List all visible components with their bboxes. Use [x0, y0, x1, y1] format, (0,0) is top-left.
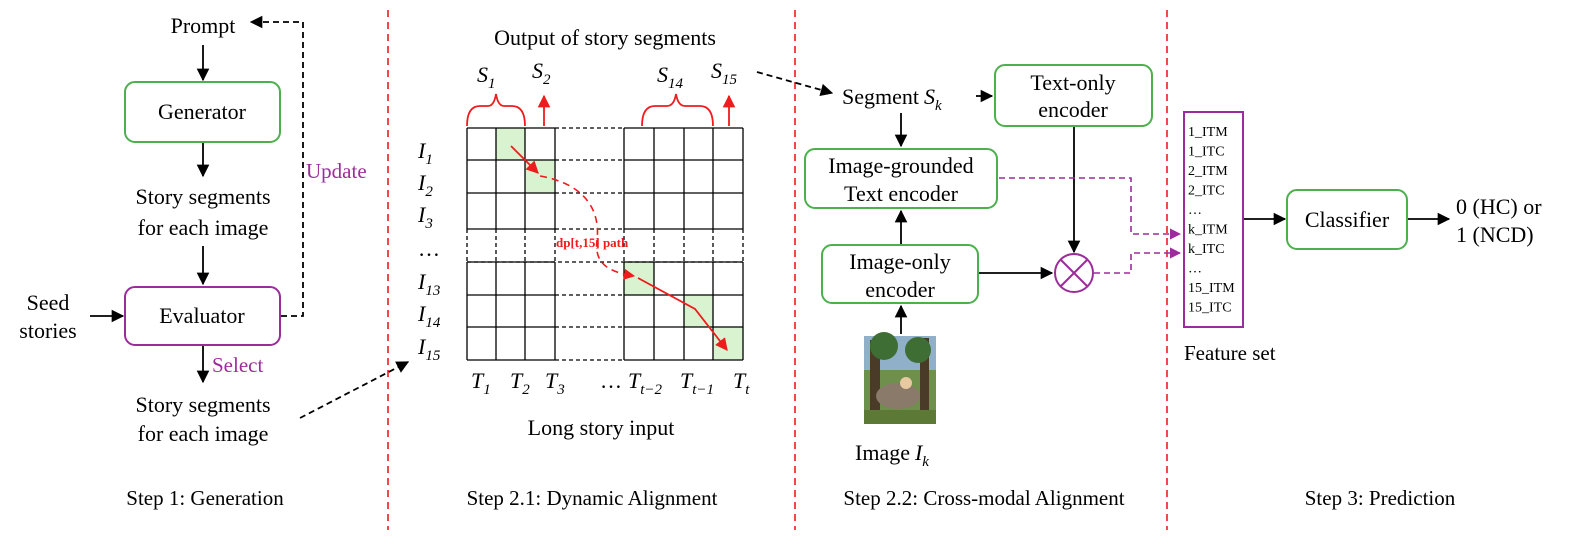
- segment-label-s1: S1: [477, 62, 496, 92]
- feature-item: 15_ITM: [1188, 281, 1235, 296]
- image-only-label-a: Image-only: [849, 249, 950, 274]
- brace-s14: [641, 93, 714, 127]
- generator-label: Generator: [158, 99, 247, 124]
- segments-label-1a: Story segments: [135, 184, 270, 209]
- cell-highlight-4: [684, 295, 713, 327]
- dp-path-end: [637, 277, 728, 351]
- story-image-thumbnail: [864, 332, 936, 424]
- feature-item: 2_ITM: [1188, 164, 1228, 179]
- output-label-b: 1 (NCD): [1456, 222, 1534, 247]
- evaluator-label: Evaluator: [159, 303, 245, 328]
- feature-item: 1_ITM: [1188, 125, 1228, 140]
- col-label: Tt−2: [628, 368, 663, 398]
- col-labels: T1 T2 T3 …Tt−2 Tt−1 Tt: [471, 368, 750, 398]
- col-label: …: [600, 368, 622, 393]
- dp-path-start: [510, 145, 539, 174]
- select-label: Select: [212, 353, 263, 377]
- seed-label-a: Seed: [27, 290, 70, 315]
- alignment-grid: [466, 127, 744, 361]
- image-only-label-b: encoder: [865, 277, 935, 302]
- segment-label-s15: S15: [711, 58, 738, 88]
- feature-item: k_ITC: [1188, 242, 1225, 257]
- step3-prediction: 1_ITM 1_ITC 2_ITM 2_ITC … k_ITM k_ITC … 15_ITM 15…: [1183, 111, 1542, 365]
- row-label: I15: [417, 334, 441, 364]
- image-grounded-encoder-box: [804, 148, 998, 209]
- col-label: Tt−1: [680, 368, 714, 398]
- row-label: …: [418, 236, 440, 261]
- step3-caption: Step 3: Prediction: [1305, 486, 1456, 510]
- text-only-encoder-box: [994, 64, 1153, 127]
- prompt-label: Prompt: [171, 13, 236, 38]
- row-label: I13: [417, 269, 440, 299]
- text-only-label-b: encoder: [1038, 97, 1108, 122]
- combine-operator: [1054, 253, 1094, 293]
- output-title: Output of story segments: [494, 25, 716, 50]
- image-grounded-label-b: Text encoder: [844, 181, 959, 206]
- classifier-box: [1286, 189, 1408, 250]
- segments-label-2a: Story segments: [135, 392, 270, 417]
- segment-label-s14: S14: [657, 62, 684, 92]
- col-label: T2: [510, 368, 530, 398]
- dp-path-middle: [539, 175, 636, 280]
- feature-set-box: [1183, 111, 1244, 328]
- feature-item: 15_ITC: [1188, 301, 1232, 316]
- col-label: Tt: [733, 368, 750, 398]
- feature-item: …: [1188, 262, 1202, 277]
- segment-label-s2: S2: [532, 58, 551, 88]
- feature-item: …: [1188, 203, 1202, 218]
- output-label-a: 0 (HC) or: [1456, 194, 1542, 219]
- itm-link: [999, 177, 1182, 240]
- cell-highlight-5: [713, 327, 743, 360]
- row-label: I14: [417, 301, 441, 331]
- itc-link: [1094, 247, 1182, 274]
- step21-caption: Step 2.1: Dynamic Alignment: [467, 486, 718, 510]
- feature-item: 2_ITC: [1188, 184, 1225, 199]
- dp-path-label: dp[t,15] path: [556, 235, 629, 250]
- generator-box: [124, 81, 281, 143]
- segments-label-2b: for each image: [138, 421, 269, 446]
- brace-s1: [466, 93, 526, 127]
- step1-caption: Step 1: Generation: [126, 486, 284, 510]
- row-label: I1: [417, 138, 433, 168]
- col-label: T3: [545, 368, 565, 398]
- step1-generation: Prompt Generator Story segments for each…: [19, 13, 410, 446]
- classifier-label: Classifier: [1305, 207, 1390, 232]
- segments-label-1b: for each image: [138, 215, 269, 240]
- row-label: I2: [417, 170, 433, 200]
- image-grounded-label-a: Image-grounded: [828, 153, 973, 178]
- row-label: I3: [417, 202, 433, 232]
- feature-set-label: Feature set: [1184, 341, 1276, 365]
- text-only-label-a: Text-only: [1030, 70, 1115, 95]
- image-only-encoder-box: [821, 244, 979, 304]
- col-label: T1: [471, 368, 491, 398]
- step22-caption: Step 2.2: Cross-modal Alignment: [843, 486, 1124, 510]
- update-label: Update: [306, 159, 367, 183]
- evaluator-box: [124, 286, 281, 346]
- long-story-label: Long story input: [528, 415, 675, 440]
- feature-list: 1_ITM 1_ITC 2_ITM 2_ITC … k_ITM k_ITC … 15_ITM 15…: [1188, 125, 1235, 316]
- step21-alignment: Output of story segments S1 S2 S14 S15: [417, 25, 834, 440]
- seed-label-b: stories: [19, 318, 76, 343]
- feature-item: 1_ITC: [1188, 145, 1225, 160]
- feature-item: k_ITM: [1188, 223, 1228, 238]
